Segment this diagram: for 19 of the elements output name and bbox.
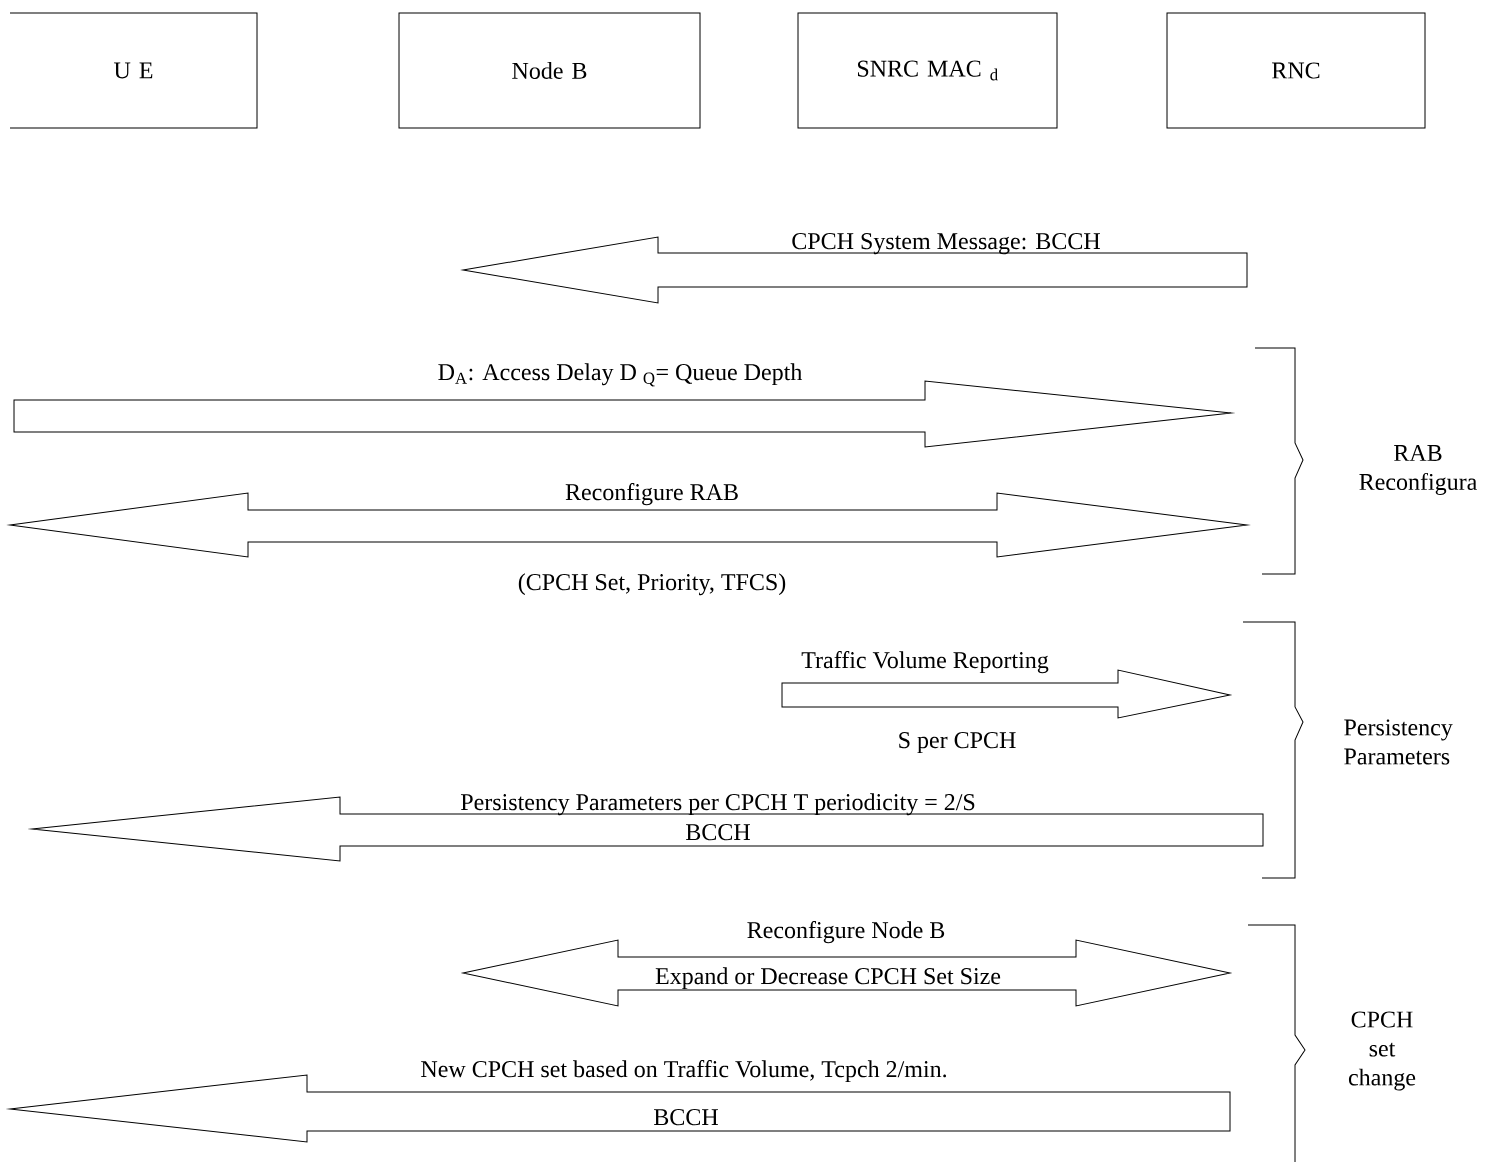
arrow-label: BCCH <box>686 824 750 841</box>
arrow-label: New CPCH set based on Traffic Volume, Tcpch 2/min. <box>421 1060 947 1083</box>
arrow-label: Traffic Volume Reporting <box>801 651 1049 674</box>
arrow-label: Expand or Decrease CPCH Set Size <box>655 967 1001 990</box>
arrow-label: Reconfigure Node B <box>747 921 945 944</box>
actor-box: RNC <box>1166 12 1426 129</box>
arrow-label: Reconfigure RAB <box>565 483 738 506</box>
arrow-label: Persistency Parameters per CPCH T periodicity = 2/S <box>460 793 975 816</box>
bracket-label: Persistency Parameters <box>1344 719 1453 765</box>
actor-box: SNRC MAC $_{d}$ <box>797 12 1058 129</box>
actor-box: Node B <box>398 12 701 129</box>
arrow-label: CPCH System Message: BCCH <box>792 233 1100 255</box>
arrow-label: (CPCH Set, Priority, TFCS) <box>518 573 786 596</box>
arrow-label: BCCH <box>654 1109 718 1126</box>
arrow-label: S per CPCH <box>899 732 1016 754</box>
actor-box: U E <box>9 12 258 129</box>
bracket-label: CPCH set change <box>1348 1011 1416 1091</box>
arrow-label: D$_{A}$: Access Delay D $_{Q}$= Queue Depth <box>438 363 803 387</box>
bracket-label: RAB Reconfigura <box>1359 445 1477 495</box>
